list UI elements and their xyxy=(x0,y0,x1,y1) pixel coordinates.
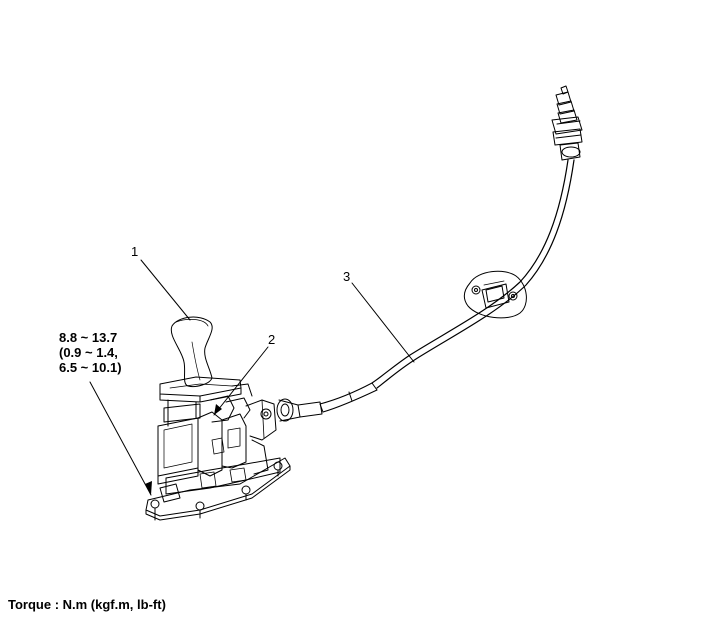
callout-3: 3 xyxy=(343,269,351,284)
torque-spec: 8.8 ~ 13.7 (0.9 ~ 1.4, 6.5 ~ 10.1) xyxy=(59,330,122,375)
torque-spec-line-2: (0.9 ~ 1.4, xyxy=(59,345,118,360)
arrowhead-2 xyxy=(214,404,222,415)
leader-lines xyxy=(89,259,415,496)
torque-units-note: Torque : N.m (kgf.m, lb-ft) xyxy=(8,597,166,612)
arrowhead-torque xyxy=(145,481,152,495)
shift-cable xyxy=(276,85,583,422)
leader-line-2 xyxy=(213,346,269,416)
leader-line-torque xyxy=(89,381,152,496)
torque-spec-line-3: 6.5 ~ 10.1) xyxy=(59,360,122,375)
leader-line-3 xyxy=(351,282,415,363)
shift-lever-assembly xyxy=(145,316,291,521)
callout-2: 2 xyxy=(268,332,276,347)
leader-arrowheads xyxy=(145,404,222,495)
callout-1: 1 xyxy=(131,244,139,259)
torque-spec-line-1: 8.8 ~ 13.7 xyxy=(59,330,118,345)
leader-line-1 xyxy=(140,259,191,321)
